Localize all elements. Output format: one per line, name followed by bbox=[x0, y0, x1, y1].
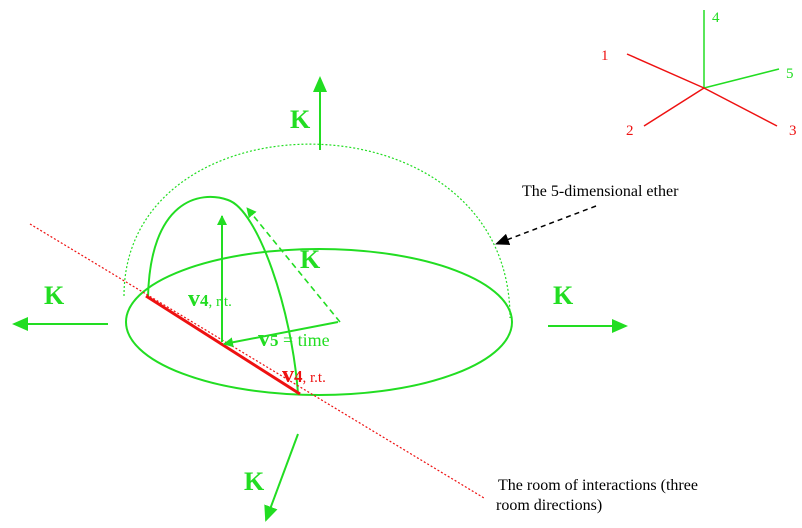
hemisphere-base-ellipse bbox=[125, 248, 513, 396]
v5-time-label: v5 = time bbox=[258, 326, 330, 352]
axis-label-4: 4 bbox=[712, 10, 720, 26]
v4-red-symbol: v bbox=[282, 362, 294, 388]
axes-legend: 4 5 1 2 3 bbox=[601, 10, 797, 139]
room-of-interactions-line bbox=[29, 223, 485, 499]
k-right-label: K bbox=[553, 281, 574, 310]
v4-red-suffix: , r.t. bbox=[303, 370, 326, 386]
axis-3-line bbox=[703, 87, 778, 127]
hemisphere-dome-outline bbox=[123, 143, 511, 319]
axis-1-line bbox=[626, 53, 705, 89]
axis-label-3: 3 bbox=[789, 123, 797, 139]
v4-green-subscript: 4 bbox=[200, 291, 209, 310]
k-left-label: K bbox=[44, 281, 65, 310]
room-caption-line2: room directions) bbox=[496, 497, 602, 514]
axis-label-1: 1 bbox=[601, 48, 609, 64]
v4-rt-green-label: v4, r.t. bbox=[188, 286, 232, 312]
k-bottom-label: K bbox=[244, 467, 265, 496]
v5-time-arrow bbox=[223, 321, 339, 348]
v5-subscript: 5 bbox=[270, 331, 279, 350]
v4-green-suffix: , r.t. bbox=[209, 294, 232, 310]
axis-label-5: 5 bbox=[786, 66, 794, 82]
v5-suffix: = time bbox=[279, 330, 330, 350]
ether-pointer-arrow bbox=[495, 205, 597, 245]
axis-5-line bbox=[703, 68, 780, 89]
axis-label-2: 2 bbox=[626, 123, 634, 139]
ether-caption: The 5-dimensional ether bbox=[522, 183, 679, 200]
k-top-label: K bbox=[290, 105, 311, 134]
meridian-arc bbox=[147, 195, 299, 395]
v4-green-symbol: v bbox=[188, 286, 200, 312]
v4-red-subscript: 4 bbox=[294, 367, 303, 386]
v4-rt-red-label: v4, r.t. bbox=[282, 362, 326, 388]
room-caption-line1: The room of interactions (three bbox=[498, 477, 698, 494]
k-inner-dashed-arrow bbox=[246, 207, 341, 323]
axis-2-line bbox=[643, 87, 705, 127]
v5-symbol: v bbox=[258, 326, 270, 352]
k-inner-label: K bbox=[300, 245, 321, 274]
ether-hemisphere bbox=[123, 143, 513, 396]
room-direction-segment bbox=[145, 294, 301, 396]
k-bottom-arrow bbox=[264, 433, 299, 522]
